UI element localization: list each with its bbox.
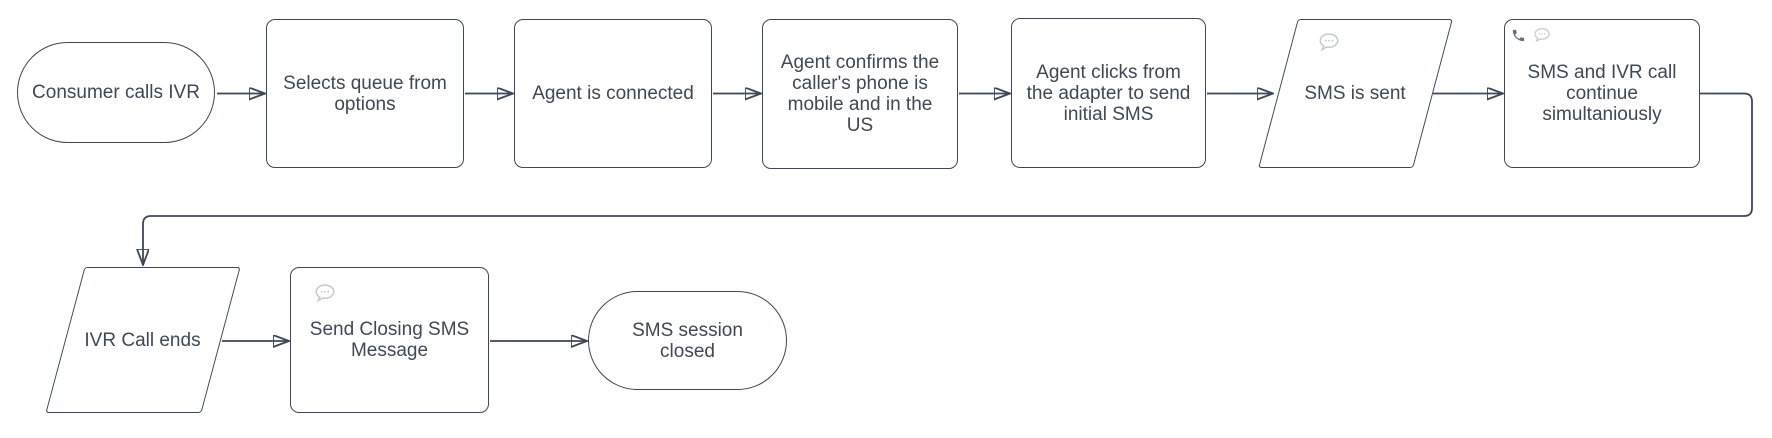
sms-bubble-icon bbox=[1533, 27, 1551, 43]
node-agent-clicks-adapter[interactable]: Agent clicks from the adapter to send in… bbox=[1011, 18, 1206, 168]
node-sms-is-sent[interactable]: SMS is sent bbox=[1257, 19, 1453, 168]
node-agent-connected[interactable]: Agent is connected bbox=[514, 19, 712, 168]
node-label: Agent confirms the caller's phone is mob… bbox=[780, 52, 940, 136]
node-selects-queue[interactable]: Selects queue from options bbox=[266, 19, 464, 168]
node-label: Agent is connected bbox=[532, 83, 694, 104]
sms-bubble-icon bbox=[314, 283, 336, 303]
sms-bubble-icon bbox=[1318, 32, 1340, 52]
node-label: Selects queue from options bbox=[283, 72, 447, 115]
node-sms-session-closed[interactable]: SMS session closed bbox=[588, 291, 787, 390]
edge-continue-to-callends bbox=[143, 92, 1753, 266]
node-label: Send Closing SMS Message bbox=[309, 319, 470, 361]
node-label: SMS and IVR call continue simultaniously bbox=[1527, 62, 1677, 125]
node-consumer-calls-ivr[interactable]: Consumer calls IVR bbox=[17, 42, 215, 143]
phone-icon bbox=[1511, 28, 1526, 43]
node-label: SMS session closed bbox=[632, 319, 743, 362]
node-label: Consumer calls IVR bbox=[32, 82, 200, 103]
node-label: Agent clicks from the adapter to send in… bbox=[1026, 61, 1191, 125]
node-label: IVR Call ends bbox=[84, 329, 201, 351]
node-send-closing-sms[interactable]: Send Closing SMS Message bbox=[290, 267, 489, 413]
node-ivr-call-ends[interactable]: IVR Call ends bbox=[44, 267, 241, 413]
node-agent-confirms-mobile[interactable]: Agent confirms the caller's phone is mob… bbox=[762, 19, 958, 169]
node-sms-ivr-continue[interactable]: SMS and IVR call continue simultaniously bbox=[1504, 19, 1700, 168]
node-label: SMS is sent bbox=[1304, 83, 1406, 104]
